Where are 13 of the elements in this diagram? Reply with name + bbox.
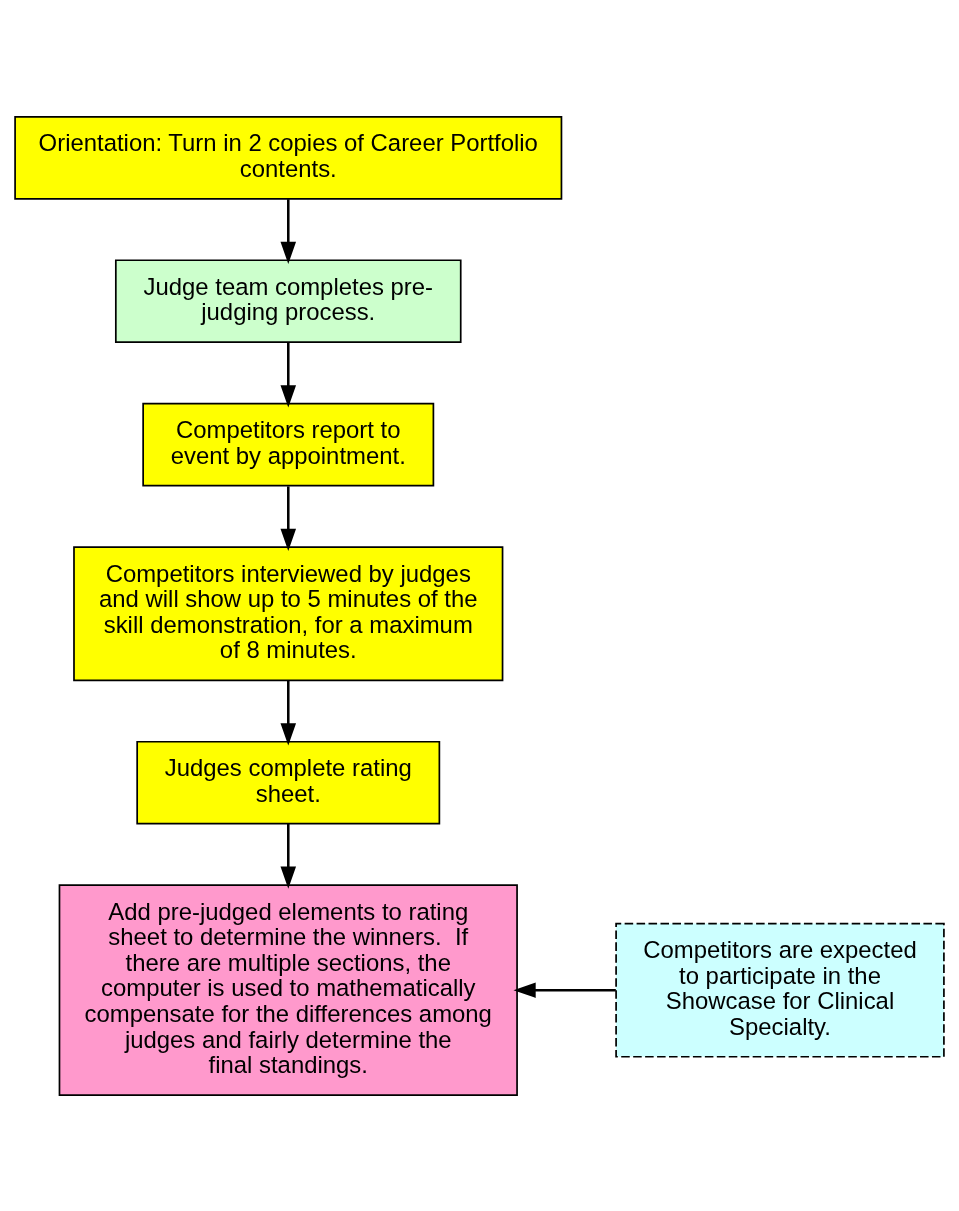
arrow: [280, 485, 297, 551]
node-box: Competitors report to event by appointment.: [142, 402, 435, 486]
arrow: [280, 823, 297, 889]
node-box: Add pre-judged elements to rating sheet to determine the winners. If there are multiple sections, the computer is used to mathematically compensate for the differences among judges and fairly determine the final standings.: [58, 883, 518, 1096]
node-box: Orientation: Turn in 2 copies of Career Portfolio contents.: [14, 115, 563, 200]
node-box: Judge team completes pre-judging process.: [114, 258, 462, 343]
node-box: Competitors are expected to participate in the Showcase for Clinical Specialty.: [615, 922, 945, 1058]
arrow: [513, 981, 616, 998]
arrow: [280, 342, 297, 407]
arrow: [280, 198, 297, 264]
node-box: Competitors interviewed by judges and will show up to 5 minutes of the skill demonstration, for a maximum of 8 minutes.: [73, 545, 504, 681]
arrow: [280, 679, 297, 745]
node-box: Judges complete rating sheet.: [136, 740, 441, 825]
